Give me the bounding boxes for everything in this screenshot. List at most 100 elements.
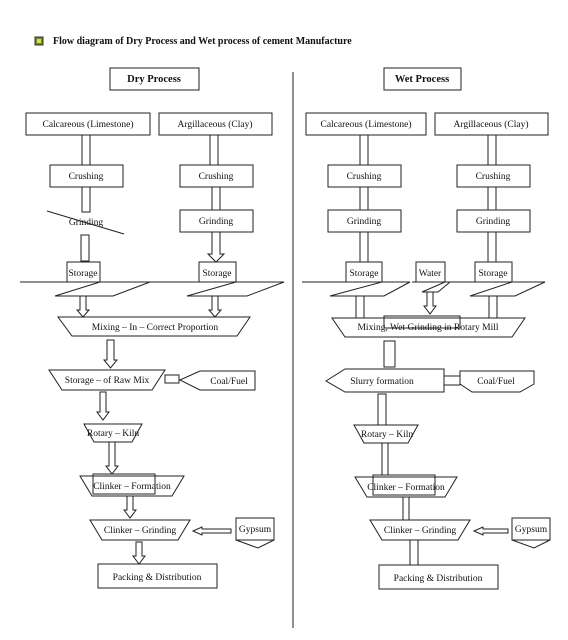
dry-storage-right-box (198, 261, 237, 283)
wet-mixing: Mixing, Wet Grinding in Rotary Mill (357, 323, 498, 333)
dry-mixing-shape (57, 316, 251, 337)
wet-connector (359, 134, 369, 166)
wet-storage-callout (450, 281, 546, 297)
dry-down-arrow (207, 295, 223, 318)
wet-storage-callout (302, 281, 411, 297)
dry-crushing-right: Crushing (199, 172, 234, 182)
dry-kiln: Rotary – Kiln (87, 429, 139, 439)
dry-header: Dry Process (127, 74, 181, 85)
wet-slurry: Slurry formation (350, 376, 414, 387)
wet-header: Wet Process (395, 74, 449, 85)
wet-process: Wet Process Calcareous (Limestone) Argil… (302, 67, 551, 590)
wet-connector (355, 295, 365, 319)
wet-water-callout (412, 281, 452, 293)
dry-down-arrow (75, 295, 91, 318)
dry-down-arrow (132, 541, 146, 565)
dry-down-arrow (206, 231, 226, 263)
dry-grinding-right: Grinding (199, 217, 234, 227)
dry-coal: Coal/Fuel (210, 377, 248, 387)
wet-connector (359, 231, 369, 263)
wet-connector (359, 186, 369, 211)
dry-coal-arrow (178, 370, 256, 391)
wet-calcareous-label: Calcareous (Limestone) (320, 119, 411, 130)
wet-water-box (415, 261, 446, 283)
wet-crushing-left: Crushing (347, 172, 382, 182)
bullet-icon (34, 36, 44, 46)
wet-grinding-right: Grinding (476, 217, 511, 227)
dry-clinker-grinding: Clinker – Grinding (104, 526, 177, 536)
dry-storage-left-box (66, 261, 101, 283)
dry-gypsum-arrow (191, 526, 232, 536)
dry-grinding-left: Grinding (69, 218, 104, 228)
dry-storage-raw-shape (48, 369, 166, 391)
dry-coal-feed (164, 374, 180, 384)
wet-connector (488, 295, 498, 319)
dry-connector (81, 134, 91, 166)
dry-clinker-grinding-shape (89, 519, 191, 541)
dry-storage-right: Storage (202, 269, 231, 279)
wet-gypsum-arrow (472, 526, 509, 536)
wet-packing: Packing & Distribution (394, 574, 483, 584)
dry-header-box (109, 67, 200, 91)
wet-crushing-right: Crushing (476, 172, 511, 182)
dry-crushing-left: Crushing (69, 172, 104, 182)
wet-gypsum-pointer (511, 539, 551, 549)
wet-argillaceous-label: Argillaceous (Clay) (453, 119, 528, 130)
dry-connector (81, 186, 91, 213)
wet-connector (487, 231, 497, 263)
dry-clinker-formation-box (92, 473, 156, 495)
wet-grinding-left: Grinding (347, 217, 382, 227)
dry-kiln-shape (83, 423, 143, 443)
dry-down-arrow (123, 495, 137, 519)
wet-connector (402, 496, 410, 521)
wet-storage-left-box (345, 261, 383, 283)
dry-packing-box (97, 563, 218, 589)
dry-clinker-formation-shape (79, 475, 185, 497)
wet-kiln: Rotary – Kiln (361, 430, 413, 440)
dry-argillaceous-label: Argillaceous (Clay) (177, 119, 252, 130)
dry-storage-callout (20, 281, 151, 297)
dry-down-arrow (105, 441, 119, 475)
dry-process: Dry Process Calcareous (Limestone) Argil… (20, 67, 285, 589)
wet-coal-feed (443, 375, 461, 386)
dry-grinding-strike-line (46, 210, 125, 235)
wet-connector (381, 442, 389, 476)
wet-water: Water (419, 269, 442, 279)
dry-connector (209, 134, 219, 166)
wet-header-box (383, 67, 462, 91)
wet-storage-right: Storage (478, 269, 507, 279)
wet-down-arrow (423, 291, 437, 315)
dry-calcareous-label: Calcareous (Limestone) (42, 119, 133, 130)
wet-gypsum: Gypsum (515, 525, 548, 535)
wet-clinker-grinding-shape (369, 519, 471, 541)
wet-clinker-formation: Clinker – Formation (367, 483, 445, 493)
wet-clinker-grinding: Clinker – Grinding (384, 526, 457, 536)
wet-connector (487, 186, 497, 211)
dry-storage-callout (150, 281, 285, 297)
wet-clinker-formation-shape (354, 476, 458, 498)
wet-connector (409, 539, 419, 566)
wet-kiln-shape (353, 424, 419, 444)
dry-clinker-formation: Clinker – Formation (93, 482, 171, 492)
dry-gypsum-pointer (235, 539, 275, 549)
dry-gypsum: Gypsum (239, 525, 272, 535)
wet-storage-right-box (474, 261, 513, 283)
wet-coal-shape (459, 370, 535, 393)
wet-connector (383, 340, 396, 368)
wet-coal: Coal/Fuel (477, 377, 515, 387)
wet-mixing-shape (331, 317, 526, 338)
dry-packing: Packing & Distribution (113, 573, 202, 583)
diagram-title: Flow diagram of Dry Process and Wet proc… (53, 36, 352, 47)
wet-clinker-formation-box (372, 474, 436, 496)
wet-packing-box (378, 564, 499, 590)
dry-storage-left: Storage (68, 269, 97, 279)
wet-connector (377, 393, 387, 426)
wet-mixing-inner-box (383, 315, 461, 329)
wet-connector (487, 134, 497, 166)
dry-mixing: Mixing – In – Correct Proportion (92, 323, 219, 333)
dry-storage-raw: Storage – of Raw Mix (65, 375, 150, 386)
dry-connector (211, 186, 221, 212)
dry-down-arrow (102, 339, 119, 369)
dry-connector (80, 234, 90, 262)
